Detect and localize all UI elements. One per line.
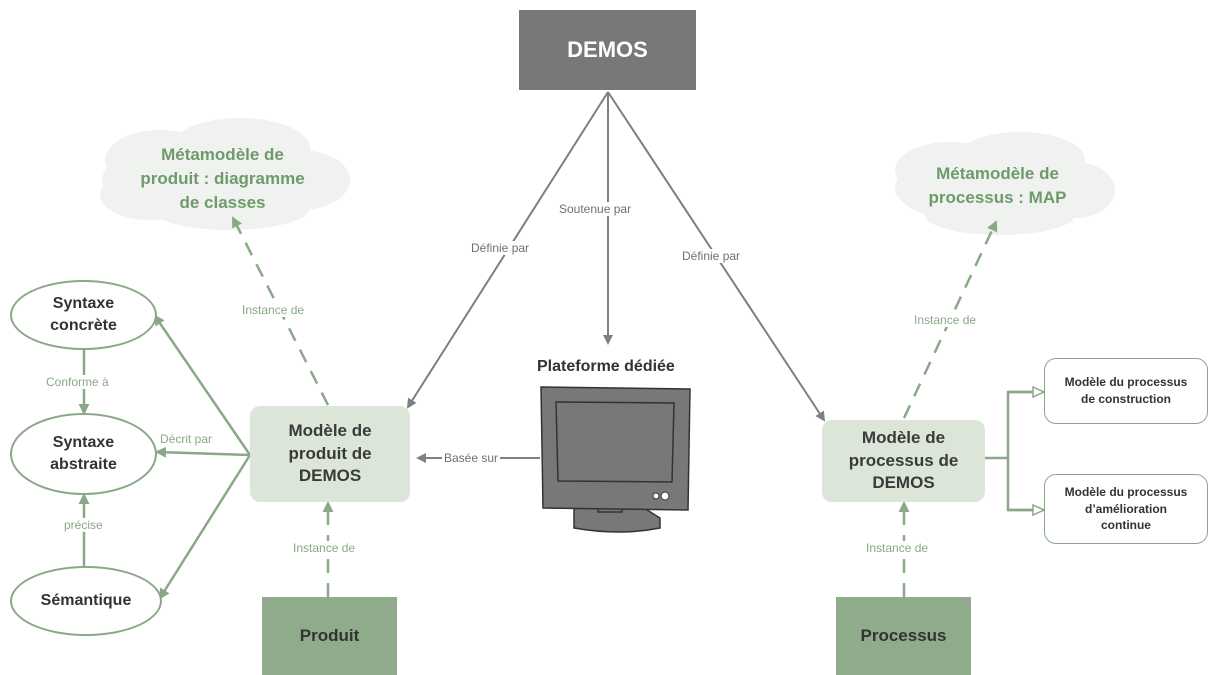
platform-title: Plateforme dédiée — [537, 358, 675, 375]
label-instance-meta-product: Instance de — [240, 303, 307, 317]
construction-model-box: Modèle du processus de construction — [1044, 358, 1208, 424]
label-specifies: précise — [62, 518, 105, 532]
syntax-abstract-oval: Syntaxe abstraite — [10, 413, 157, 495]
edge-model-process-branch — [985, 390, 1042, 512]
syntax-concrete-oval: Syntaxe concrète — [10, 280, 157, 350]
monitor-icon — [540, 386, 691, 533]
semantics-oval: Sémantique — [10, 566, 162, 636]
model-process-box: Modèle de processus de DEMOS — [822, 420, 985, 502]
edge-model-to-syntax-concrete — [153, 314, 252, 456]
improvement-model-box: Modèle du processus d’amélioration conti… — [1044, 474, 1208, 544]
label-instance-process: Instance de — [864, 541, 931, 555]
label-based-on: Basée sur — [442, 451, 501, 465]
demos-box: DEMOS — [519, 10, 696, 90]
model-product-box: Modèle de produit de DEMOS — [250, 406, 410, 502]
cloud-shape-product — [100, 118, 350, 230]
label-defined-by-right: Définie par — [680, 249, 743, 263]
meta-process-cloud: Métamodèle de processus : MAP — [928, 164, 1067, 207]
cloud-shape-process — [895, 132, 1115, 235]
edge-model-to-semantics — [158, 454, 252, 600]
product-box: Produit — [262, 597, 397, 675]
meta-product-cloud: Métamodèle de produit : diagramme de cla… — [140, 145, 305, 212]
label-instance-product: Instance de — [291, 541, 358, 555]
label-conforms-to: Conforme à — [44, 375, 111, 389]
edge-model-to-syntax-abstract — [155, 446, 251, 458]
label-supported-by: Soutenue par — [557, 202, 634, 216]
label-defined-by-left: Définie par — [469, 241, 532, 255]
label-instance-meta-process: Instance de — [912, 313, 979, 327]
process-box: Processus — [836, 597, 971, 675]
label-described-by: Décrit par — [158, 432, 215, 446]
